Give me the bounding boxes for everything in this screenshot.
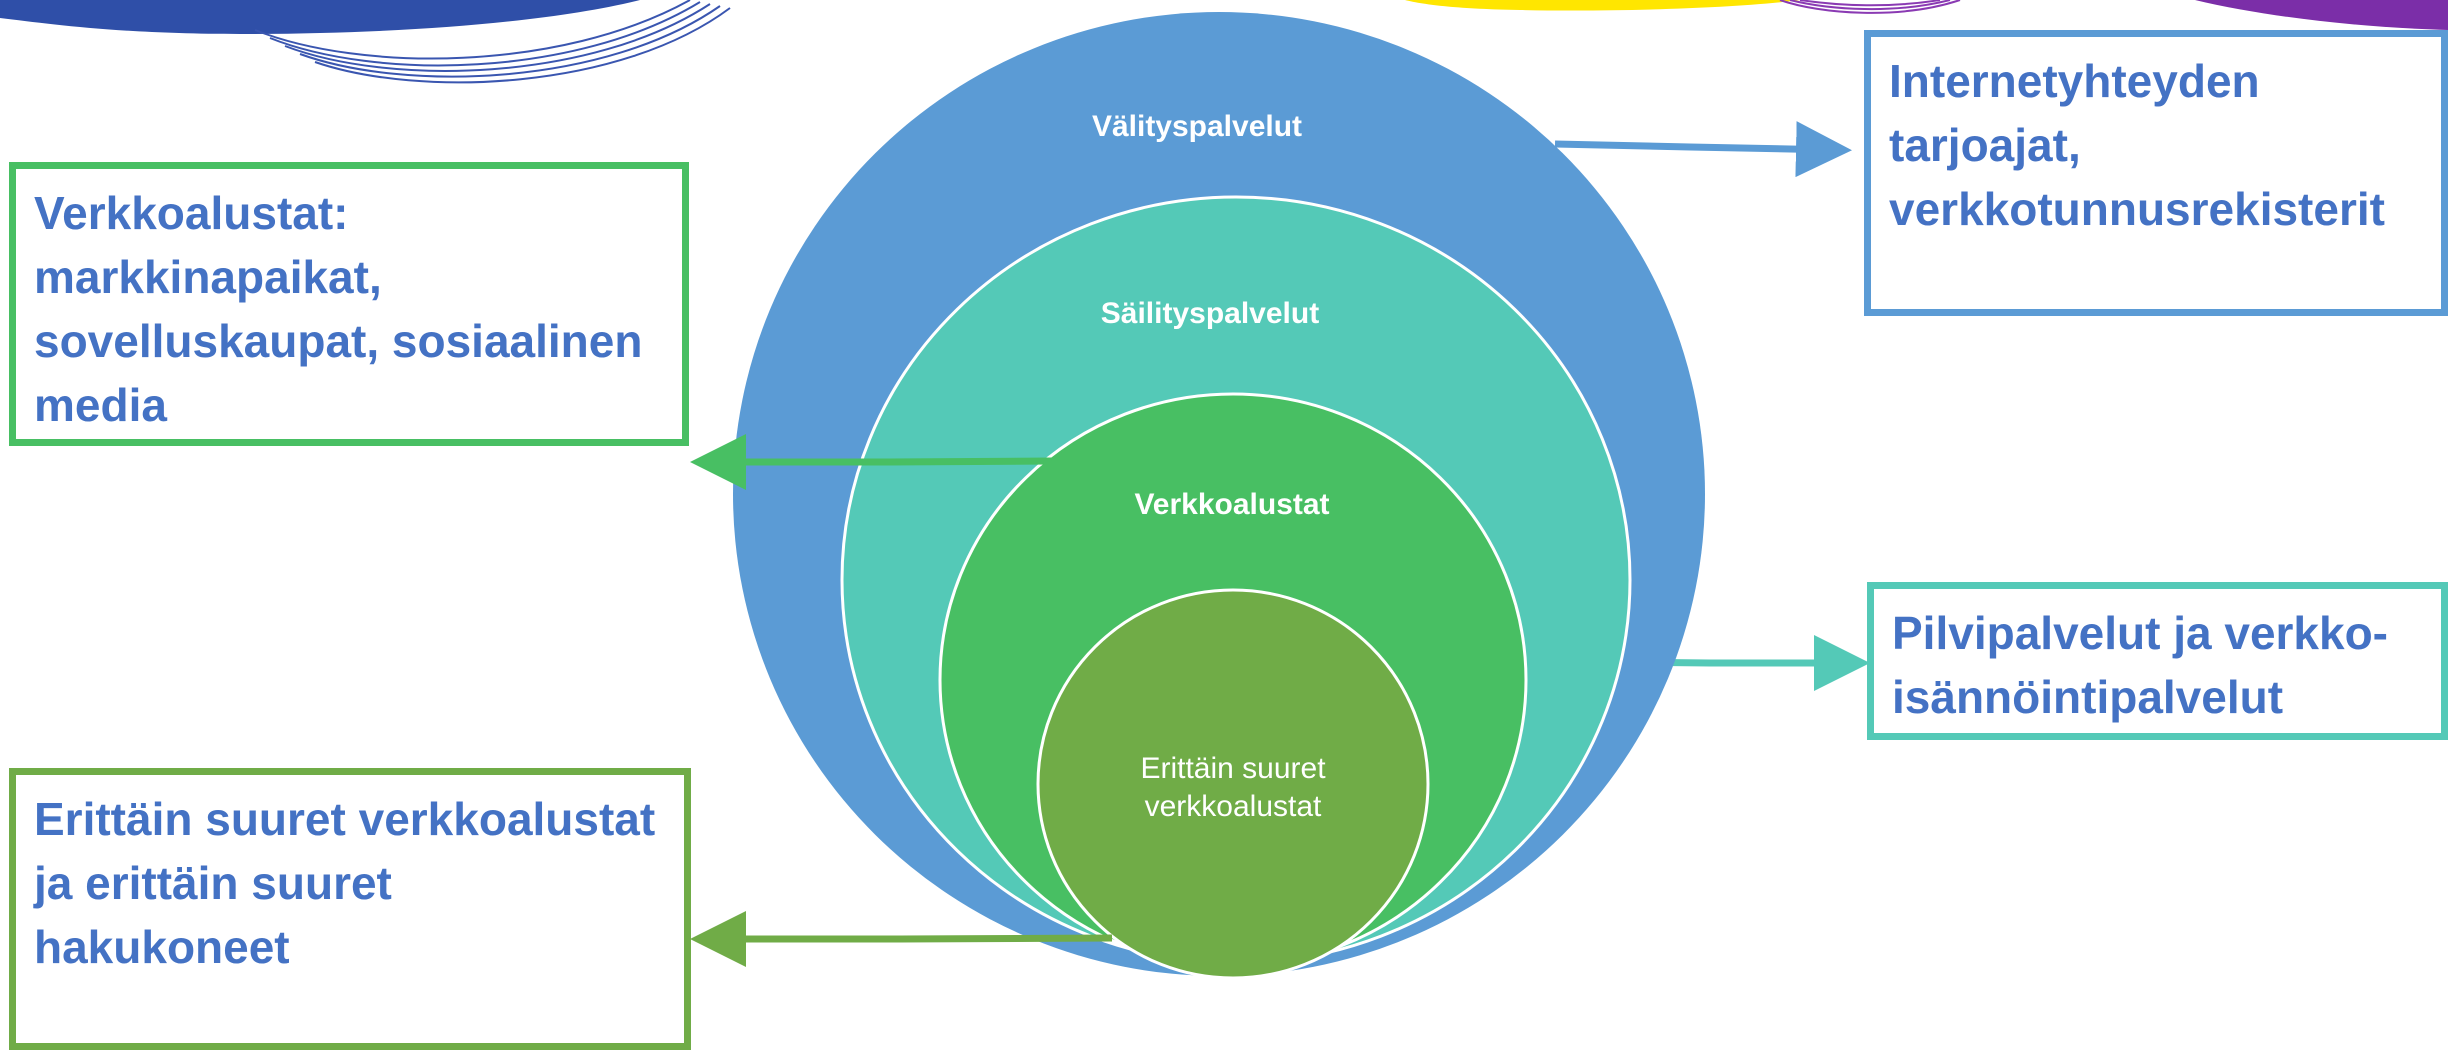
arrow-very-large [690,911,1113,967]
inner-circle-erittain-suuret [1036,588,1430,980]
callout-cloud-line-1: Pilvipalvelut ja verkko- [1892,607,2389,659]
banner-blue-shape [0,0,640,34]
callout-cloud-line-2: isännöintipalvelut [1892,671,2284,723]
outer-ring-label: Välityspalvelut [1092,110,1302,143]
callout-internet-line-2: tarjoajat, [1889,119,2081,171]
top-banner-decoration [0,0,2448,84]
callout-platforms-line-2: markkinapaikat, [34,251,382,303]
callout-platforms: Verkkoalustat: markkinapaikat, sovellusk… [9,162,689,446]
banner-purple-arcs [1779,0,1961,14]
banner-blue-arc-1 [254,0,691,60]
callout-internet-line-1: Internetyhteyden [1889,55,2260,107]
callout-very-large-line-1: Erittäin suuret verkkoalustat [34,793,656,845]
callout-internet-providers: Internetyhteyden tarjoajat, verkkotunnus… [1864,30,2448,316]
banner-blue-arc-2 [269,1,701,67]
callout-very-large-line-2: ja erittäin suuret [34,857,392,909]
callout-very-large-platforms: Erittäin suuret verkkoalustat ja erittäi… [9,768,691,1050]
callout-platforms-line-1: Verkkoalustat: [34,187,349,239]
second-ring-label: Säilityspalvelut [1101,297,1319,330]
callout-cloud-services: Pilvipalvelut ja verkko- isännöintipalve… [1867,582,2448,740]
callout-very-large-line-3: hakukoneet [34,921,290,973]
banner-blue-arc-4 [299,5,721,78]
banner-blue-arc-3 [284,3,711,72]
callout-internet-line-3: verkkotunnusrekisterit [1889,183,2385,235]
third-ring-label: Verkkoalustat [1134,488,1329,521]
banner-purple-shape [2195,0,2448,30]
inner-circle-label-line-1: Erittäin suuret [1140,752,1326,785]
inner-circle-label-line-2: verkkoalustat [1145,790,1322,823]
callout-platforms-line-4: media [34,379,167,431]
callout-platforms-line-3: sovelluskaupat, sosiaalinen [34,315,643,367]
arrow-platforms [690,434,1053,490]
banner-yellow-shape [1405,0,1800,11]
banner-blue-arc-5 [314,7,731,84]
arrow-internet [1554,121,1852,178]
